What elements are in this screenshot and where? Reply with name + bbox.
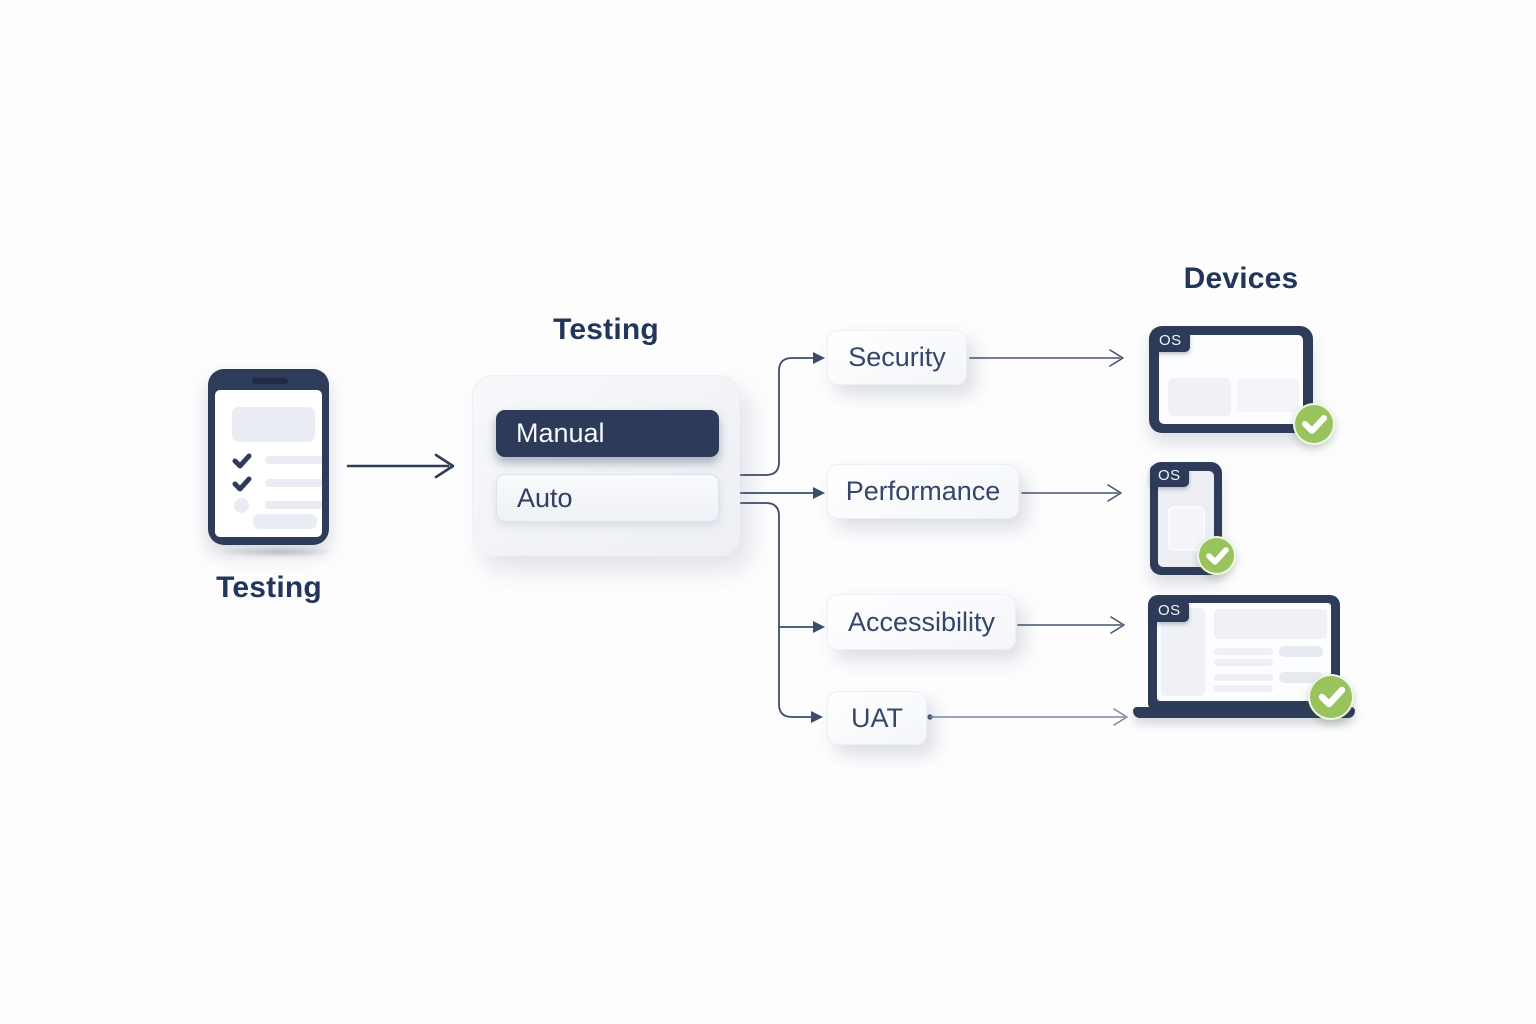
row-text-bar bbox=[265, 456, 322, 464]
phone-screen bbox=[215, 390, 322, 537]
laptop-text-line bbox=[1214, 648, 1273, 655]
branch-connectors bbox=[736, 357, 814, 718]
phone-content-block bbox=[1168, 506, 1205, 551]
laptop-check-icon bbox=[1308, 674, 1354, 720]
devices-title: Devices bbox=[1183, 262, 1299, 295]
laptop-text-line bbox=[1214, 659, 1273, 666]
phone-os-badge: OS bbox=[1150, 465, 1189, 487]
tablet-check-icon bbox=[1293, 403, 1335, 445]
laptop-text-line bbox=[1214, 674, 1273, 681]
laptop-banner-block bbox=[1214, 609, 1327, 639]
auto-button[interactable]: Auto bbox=[496, 474, 719, 522]
node-uat: UAT bbox=[827, 691, 927, 745]
tablet-content-block bbox=[1168, 378, 1231, 416]
laptop-base bbox=[1133, 707, 1355, 718]
device-phone bbox=[1150, 462, 1222, 575]
laptop-pill-block bbox=[1279, 646, 1323, 657]
source-label: Testing bbox=[216, 571, 322, 604]
phone-speaker bbox=[252, 378, 288, 384]
row-text-bar bbox=[265, 501, 322, 509]
manual-button[interactable]: Manual bbox=[496, 410, 719, 457]
tablet-os-badge: OS bbox=[1151, 330, 1190, 352]
device-connectors bbox=[969, 349, 1125, 634]
node-performance: Performance bbox=[827, 464, 1019, 519]
laptop-text-line bbox=[1214, 685, 1273, 692]
laptop-sidebar-block bbox=[1161, 608, 1205, 696]
phone-ground-shadow bbox=[218, 546, 338, 558]
check-icon bbox=[232, 476, 252, 492]
screen-hero-block bbox=[232, 407, 315, 442]
laptop-pill-block bbox=[1279, 672, 1323, 683]
arrow-source-to-panel bbox=[346, 453, 455, 479]
screen-button-block bbox=[253, 514, 317, 529]
pending-dot-icon bbox=[234, 498, 249, 513]
tablet-content-block bbox=[1237, 378, 1299, 412]
node-security: Security bbox=[827, 330, 967, 385]
panel-title: Testing bbox=[553, 313, 659, 346]
checklist-row bbox=[232, 452, 322, 469]
uat-device-connector bbox=[927, 708, 1128, 726]
row-text-bar bbox=[265, 479, 322, 487]
node-accessibility: Accessibility bbox=[827, 594, 1016, 650]
branch-arrowheads bbox=[811, 352, 825, 723]
testing-panel: Manual Auto bbox=[472, 375, 740, 556]
checklist-row bbox=[232, 475, 322, 492]
phone-check-icon bbox=[1197, 536, 1236, 575]
check-icon bbox=[232, 453, 252, 469]
checklist-row bbox=[232, 497, 322, 513]
laptop-os-badge: OS bbox=[1150, 600, 1189, 622]
source-phone-illustration bbox=[208, 369, 329, 545]
